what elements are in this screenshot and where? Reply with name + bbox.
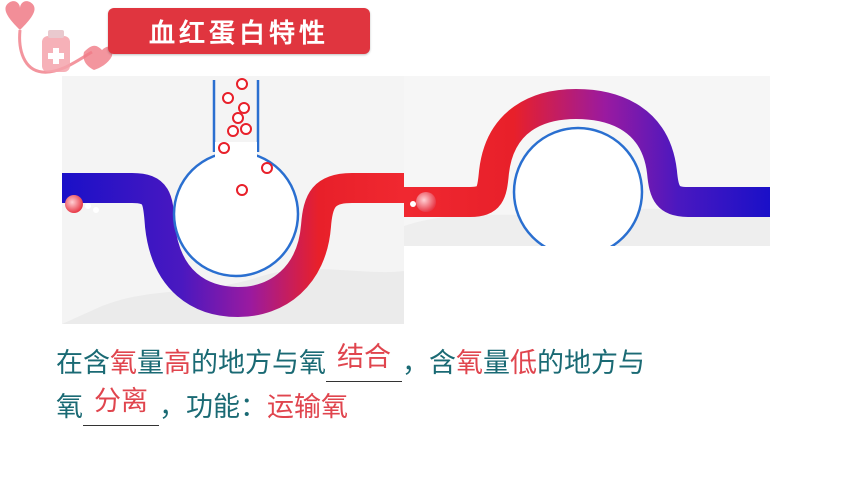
answer-release: 分离 (94, 386, 148, 417)
heart-icon (5, 1, 35, 30)
sentence-line-2: 氧分离 ，功能：运输氧 (56, 386, 816, 430)
answer-function: 运输氧 (267, 392, 348, 423)
blood-vessel (62, 173, 404, 317)
blood-bag-icon (42, 30, 70, 72)
answer-bind: 结合 (337, 342, 391, 373)
tissue-cell (172, 150, 300, 278)
red-blood-cell (65, 195, 83, 213)
keyword-oxygen: 氧 (456, 348, 483, 379)
text-segment: 在含 (56, 348, 110, 379)
answer-blank-2: 分离 (83, 387, 159, 426)
diagram-oxygen-binding (404, 76, 770, 246)
red-blood-cell (416, 192, 436, 212)
capillary-tube (212, 80, 260, 152)
keyword-high: 高 (164, 348, 191, 379)
text-segment: ，功能： (159, 392, 267, 423)
oxygen-molecules (218, 78, 273, 196)
sentence-line-1: 在含氧量高的地方与氧结合，含氧量低的地方与 (56, 342, 816, 386)
keyword-low: 低 (510, 348, 537, 379)
text-segment: 量 (483, 348, 510, 379)
text-segment: 量 (137, 348, 164, 379)
fill-in-sentence: 在含氧量高的地方与氧结合，含氧量低的地方与 氧分离，功能：运输氧 (56, 342, 816, 430)
title-banner: 血红蛋白特性 (108, 8, 370, 54)
tissue-cell (512, 126, 644, 246)
diagram-oxygen-release (62, 76, 404, 324)
text-segment: ，含 (402, 348, 456, 379)
page-title: 血红蛋白特性 (148, 18, 329, 49)
answer-blank-1: 结合 (326, 343, 402, 382)
text-segment: 的地方与 (537, 348, 645, 379)
keyword-oxygen: 氧 (110, 348, 137, 379)
text-segment: 的地方与氧 (191, 348, 326, 379)
blood-vessel (404, 89, 770, 217)
medical-decoration (5, 1, 113, 74)
text-segment: 氧 (56, 392, 83, 423)
